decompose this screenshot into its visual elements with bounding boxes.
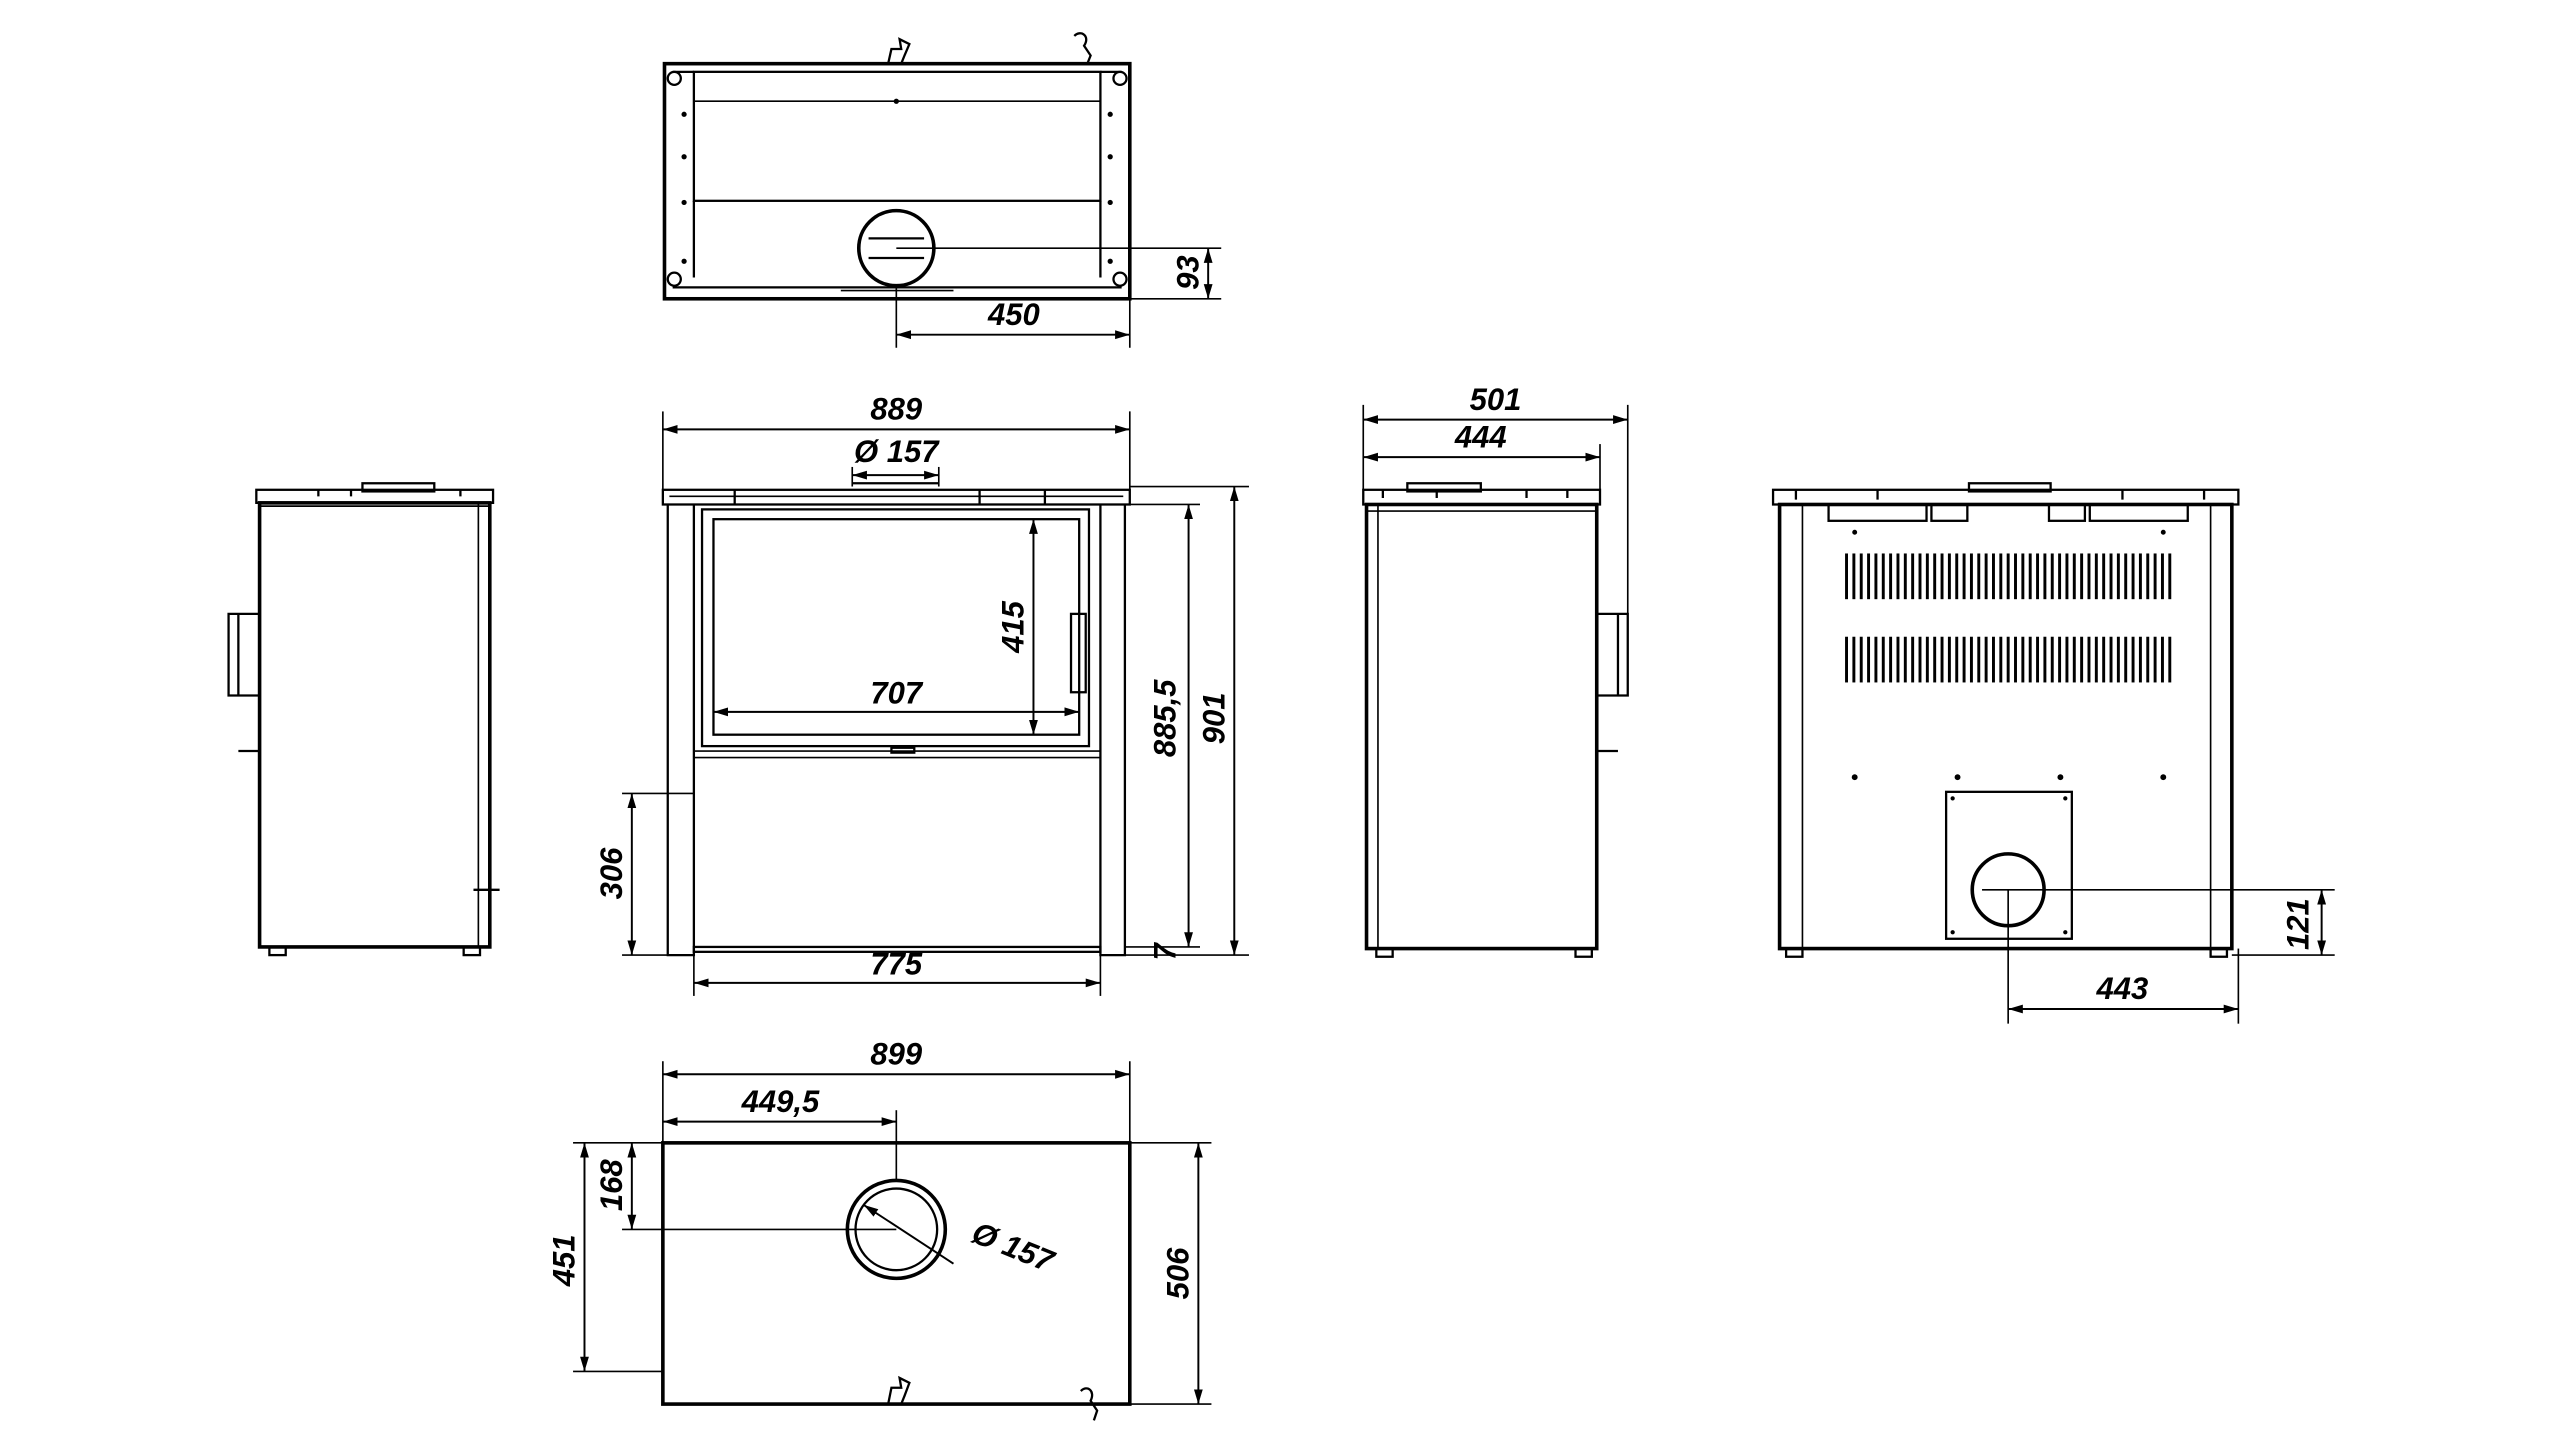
rear-view: 121 443 [1771,482,2335,1024]
dim-front-window-width: 707 [870,676,923,711]
dim-rear-flue-to-side: 443 [2096,971,2149,1006]
dim-side-body-depth: 444 [1454,419,1507,454]
dim-top-flue-offset: 93 [1170,255,1205,290]
dim-front-flue-diameter: Ø 157 [854,434,940,469]
rear-vent-grille-upper [1845,553,2172,600]
dim-plan-flue-center-y: 168 [594,1159,629,1211]
dim-plan-flue-center-x: 449,5 [741,1084,820,1119]
dim-front-overall-width: 889 [870,392,922,427]
dim-rear-flue-height: 121 [2281,898,2316,950]
dim-side-overall-depth: 501 [1470,382,1522,417]
dim-front-window-height: 415 [996,600,1031,653]
rear-vent-grille-lower [1845,636,2172,683]
dim-front-height-to-top: 885,5 [1148,679,1183,757]
front-view: Ø 157 889 415 707 306 775 885,5 901 7 [594,392,1249,996]
dim-plan-overall-width: 899 [870,1036,922,1071]
dim-top-flue-to-side: 450 [987,297,1040,332]
dim-front-overall-height: 901 [1196,692,1231,744]
dim-plan-depth-to-back: 451 [547,1235,582,1288]
dim-plan-overall-depth: 506 [1161,1247,1196,1299]
left-side-view [227,482,500,957]
dim-front-base-width: 775 [870,947,922,982]
dim-front-foot-height: 7 [1148,941,1183,960]
right-side-view: 501 444 [1362,382,1629,958]
top-view: 93 450 [662,32,1222,348]
dim-front-log-store-height: 306 [594,847,629,899]
dim-plan-flue-diameter: Ø 157 [967,1215,1060,1280]
top-plan-view: 899 449,5 168 451 506 Ø 157 [547,1036,1212,1421]
